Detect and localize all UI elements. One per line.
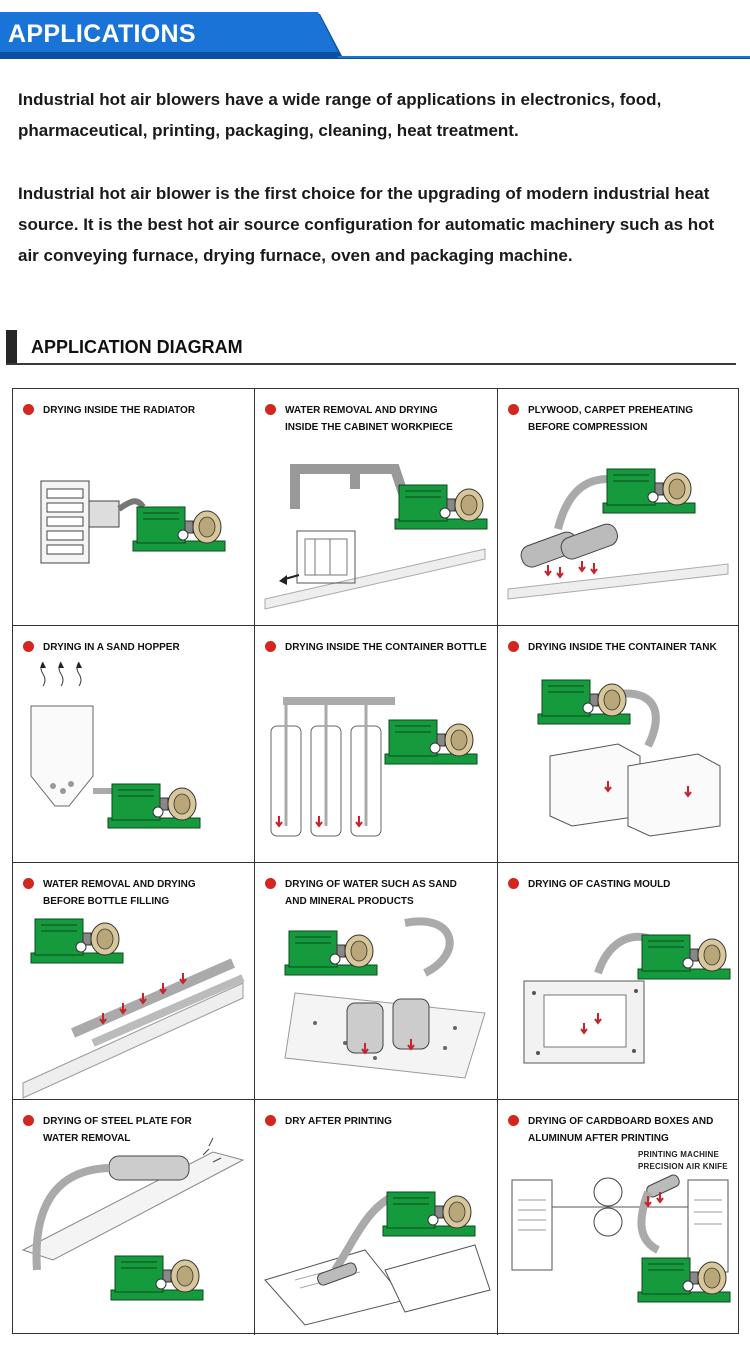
cell-radiator: DRYING INSIDE THE RADIATOR [13,389,255,626]
steel-plate-illustration [21,1137,245,1301]
bullet-dot [508,641,519,652]
plywood-illustration [507,468,729,600]
application-grid: DRYING INSIDE THE RADIATOR WATER REMOVAL… [12,388,739,1335]
cell-sand-hopper: DRYING IN A SAND HOPPER [13,626,255,863]
cell-steel-plate: DRYING OF STEEL PLATE FOR WATER REMOVAL [13,1100,255,1335]
section-divider [6,363,736,365]
bullet-dot [508,404,519,415]
cell-label: DRY AFTER PRINTING [285,1116,392,1127]
cell-after-printing: DRY AFTER PRINTING [255,1100,498,1335]
intro-paragraph-2: Industrial hot air blower is the first c… [18,184,715,265]
bullet-dot [23,878,34,889]
cell-label: WATER REMOVAL AND DRYING BEFORE BOTTLE F… [43,879,196,907]
bullet-dot [23,404,34,415]
cell-plywood: PLYWOOD, CARPET PREHEATING BEFORE COMPRE… [498,389,738,626]
page-title: APPLICATIONS [8,20,196,48]
cell-cardboard-aluminum: PRINTING MACHINE PRECISION AIR KNIFE DRY… [498,1100,738,1335]
container-tank-illustration [537,679,721,837]
air-knife-label: PRECISION AIR KNIFE [638,1162,728,1171]
cell-label: DRYING OF STEEL PLATE FOR WATER REMOVAL [43,1116,192,1144]
cell-label: PLYWOOD, CARPET PREHEATING BEFORE COMPRE… [528,405,694,433]
after-printing-illustration [264,1191,491,1326]
bullet-dot [265,641,276,652]
bullet-dot [265,1115,276,1126]
section-title: APPLICATION DIAGRAM [31,337,243,357]
container-bottle-illustration [270,697,478,837]
bullet-dot [265,878,276,889]
cell-label: DRYING INSIDE THE RADIATOR [43,405,196,416]
cardboard-aluminum-illustration [511,1174,731,1303]
cell-bottle-filling: WATER REMOVAL AND DRYING BEFORE BOTTLE F… [13,863,255,1100]
cell-label: DRYING OF CASTING MOULD [528,879,671,890]
cell-casting-mould: DRYING OF CASTING MOULD [498,863,738,1100]
cell-label: WATER REMOVAL AND DRYING INSIDE THE CABI… [285,405,453,433]
bullet-dot [508,878,519,889]
bullet-dot [23,641,34,652]
cell-container-bottle: DRYING INSIDE THE CONTAINER BOTTLE [255,626,498,863]
radiator-illustration [40,480,226,564]
cell-label: DRYING OF CARDBOARD BOXES AND ALUMINUM A… [528,1116,714,1144]
bullet-dot [508,1115,519,1126]
printing-machine-label: PRINTING MACHINE [638,1150,719,1159]
cell-cabinet: WATER REMOVAL AND DRYING INSIDE THE CABI… [255,389,498,626]
cabinet-illustration [264,464,488,610]
bullet-dot [23,1115,34,1126]
cell-sand-mineral: DRYING OF WATER SUCH AS SAND AND MINERAL… [255,863,498,1100]
sand-hopper-illustration [30,661,201,829]
cell-label: DRYING INSIDE THE CONTAINER TANK [528,642,717,653]
cell-label: DRYING OF WATER SUCH AS SAND AND MINERAL… [285,879,457,907]
section-bar [6,330,17,364]
bullet-dot [265,404,276,415]
sand-mineral-illustration [284,917,486,1079]
intro-paragraph-1: Industrial hot air blowers have a wide r… [18,90,662,140]
cell-label: DRYING INSIDE THE CONTAINER BOTTLE [285,642,487,653]
section-heading: APPLICATION DIAGRAM [6,330,736,366]
header-banner [0,12,750,62]
bottle-filling-illustration [22,918,245,1099]
casting-mould-illustration [523,932,731,1064]
cell-container-tank: DRYING INSIDE THE CONTAINER TANK [498,626,738,863]
banner-shape [0,12,750,59]
cell-label: DRYING IN A SAND HOPPER [43,642,180,653]
